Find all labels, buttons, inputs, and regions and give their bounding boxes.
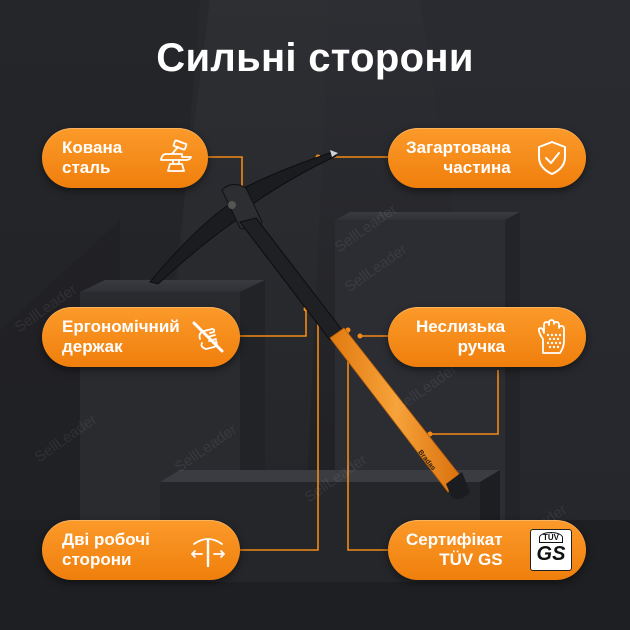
feature-line1: Дві робочі — [62, 530, 150, 549]
feature-non-slip: Неслизька ручка — [388, 307, 586, 367]
feature-line2: сторони — [62, 550, 132, 569]
feature-line1: Кована — [62, 138, 123, 157]
feature-line1: Сертифікат — [406, 530, 503, 549]
pickaxe-tool: Bradas — [149, 150, 470, 500]
page-title: Сильні сторони — [156, 36, 474, 80]
feature-line2: ручка — [457, 337, 506, 356]
feature-line1: Неслизька — [416, 317, 506, 336]
feature-line2: частина — [443, 158, 511, 177]
tuv-gs-badge-icon: TÜV GS — [530, 529, 572, 571]
anvil-hammer-icon — [160, 139, 192, 172]
feature-forged-steel: Кована сталь — [42, 128, 208, 188]
tuv-badge-bottom: GS — [536, 543, 566, 565]
feature-tuv-certificate: Сертифікат TÜV GS TÜV GS — [388, 520, 586, 580]
feature-two-sides: Дві робочі сторони — [42, 520, 240, 580]
dotted-glove-icon — [537, 319, 565, 354]
feature-line1: Ергономічний — [62, 317, 180, 336]
feature-line2: сталь — [62, 158, 111, 177]
hand-grip-icon — [192, 321, 224, 353]
pickaxe-arrows-icon — [191, 538, 225, 568]
shield-check-icon — [538, 141, 566, 175]
feature-ergonomic: Ергономічний держак — [42, 307, 240, 367]
feature-line1: Загартована — [406, 138, 511, 157]
feature-line2: TÜV GS — [439, 550, 503, 569]
connector-lines — [208, 156, 499, 551]
tuv-badge-top: TÜV — [539, 532, 563, 543]
feature-line2: держак — [62, 337, 123, 356]
feature-hardened: Загартована частина — [388, 128, 586, 188]
